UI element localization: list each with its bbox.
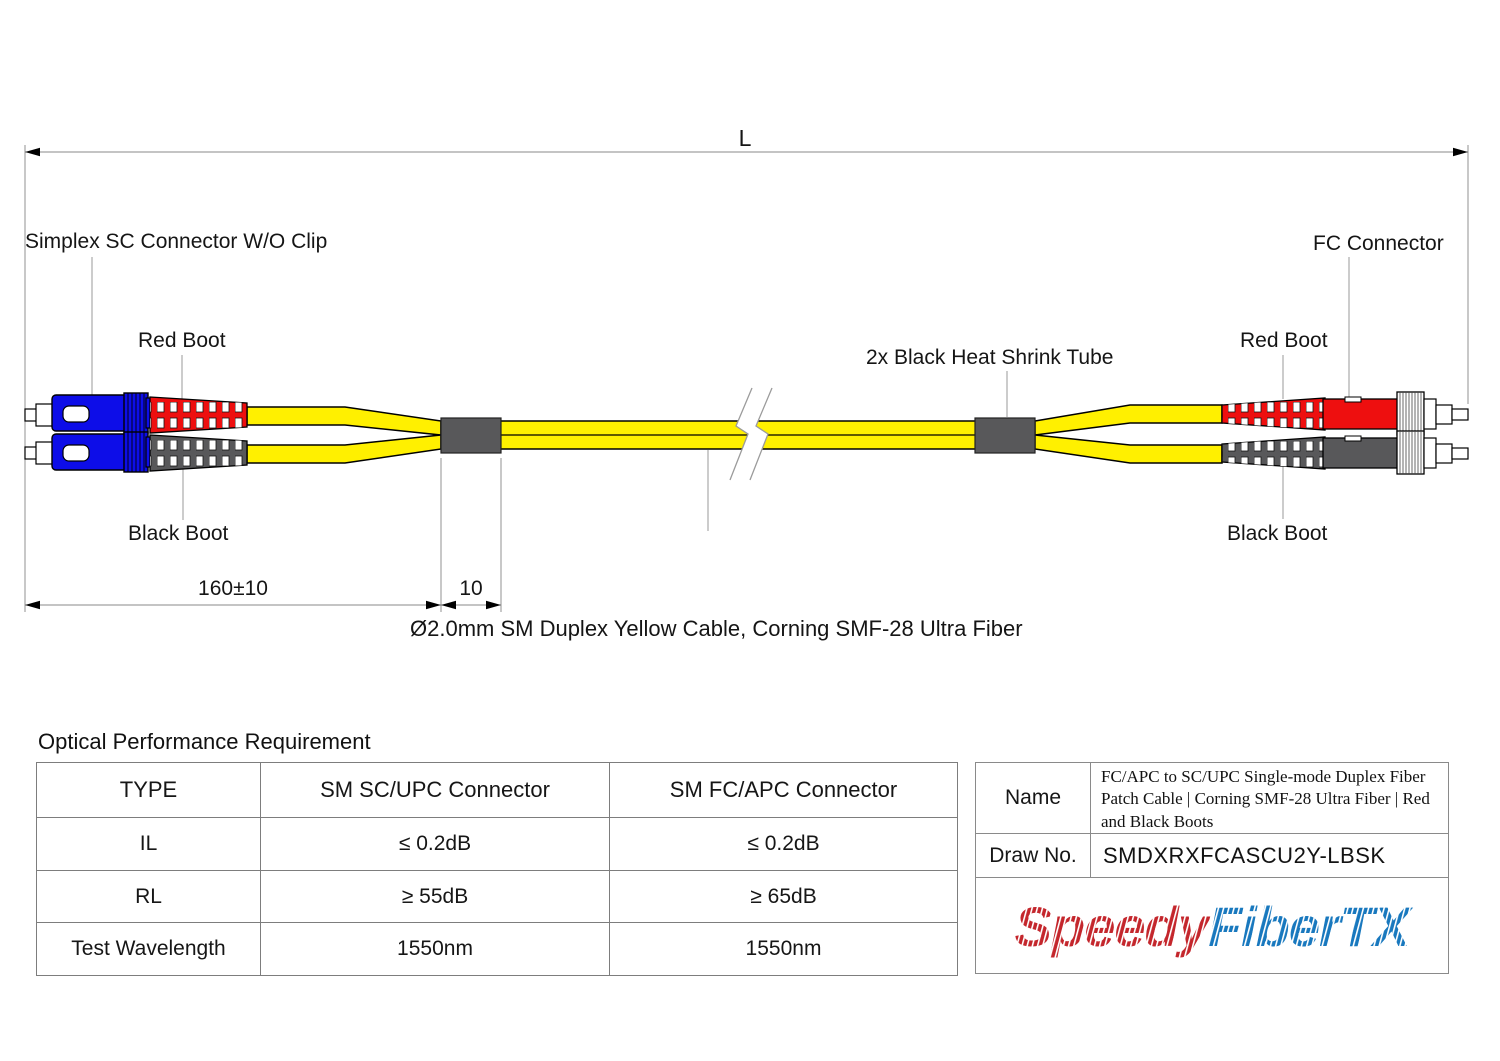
leader-lines bbox=[91, 257, 1350, 531]
black-boot-right-label: Black Boot bbox=[1227, 522, 1328, 545]
performance-table: TYPE SM SC/UPC Connector SM FC/APC Conne… bbox=[36, 762, 958, 976]
table-row: IL ≤ 0.2dB ≤ 0.2dB bbox=[36, 817, 958, 871]
table-row: Test Wavelength 1550nm 1550nm bbox=[36, 922, 958, 976]
black-boot-left-shape bbox=[149, 434, 248, 472]
table-header-row: TYPE SM SC/UPC Connector SM FC/APC Conne… bbox=[36, 762, 958, 818]
cable-diagram bbox=[24, 145, 1469, 612]
heat-shrink-tube-left bbox=[440, 417, 502, 454]
header-sc: SM SC/UPC Connector bbox=[260, 762, 610, 818]
speedyfibertx-logo: SpeedyFiberTX bbox=[1015, 895, 1415, 958]
fc-connector-bottom bbox=[1322, 430, 1469, 475]
name-label: Name bbox=[976, 763, 1091, 833]
yellow-cable bbox=[246, 404, 1223, 464]
title-block-drawno-row: Draw No. SMDXRXFCASCU2Y-LBSK bbox=[976, 834, 1448, 878]
cable-spec-note: Ø2.0mm SM Duplex Yellow Cable, Corning S… bbox=[410, 616, 1023, 641]
heat-shrink-label: 2x Black Heat Shrink Tube bbox=[866, 346, 1114, 369]
sc-connector-bottom bbox=[24, 431, 155, 473]
sc-connector-top bbox=[24, 392, 155, 434]
cell-rl-fc: ≥ 65dB bbox=[609, 870, 958, 923]
cell-rl: RL bbox=[36, 870, 261, 923]
red-boot-right-label: Red Boot bbox=[1240, 329, 1328, 352]
cell-il-sc: ≤ 0.2dB bbox=[260, 817, 610, 871]
cell-wavelength-fc: 1550nm bbox=[609, 922, 958, 976]
dimension-arrows bbox=[25, 147, 1468, 610]
table-row: RL ≥ 55dB ≥ 65dB bbox=[36, 870, 958, 923]
draw-no-value: SMDXRXFCASCU2Y-LBSK bbox=[1103, 842, 1386, 868]
cell-wavelength: Test Wavelength bbox=[36, 922, 261, 976]
svg-text:SpeedyFiberTX: SpeedyFiberTX bbox=[1015, 895, 1414, 958]
logo-speedy: Speedy bbox=[1015, 895, 1212, 958]
cell-wavelength-sc: 1550nm bbox=[260, 922, 610, 976]
logo-fibertx: FiberTX bbox=[1208, 895, 1414, 958]
title-block: Name FC/APC to SC/UPC Single-mode Duplex… bbox=[975, 762, 1449, 974]
dimension-10-label: 10 bbox=[459, 577, 483, 600]
dimension-160-label: 160±10 bbox=[198, 577, 268, 600]
title-block-logo-row: SpeedyFiberTX bbox=[976, 878, 1448, 973]
dimension-lines bbox=[24, 145, 1469, 612]
dimension-l-label: L bbox=[738, 125, 752, 151]
simplex-sc-label: Simplex SC Connector W/O Clip bbox=[25, 230, 328, 253]
title-block-name-row: Name FC/APC to SC/UPC Single-mode Duplex… bbox=[976, 763, 1448, 834]
cell-il: IL bbox=[36, 817, 261, 871]
fc-ferrule-bottom bbox=[1451, 447, 1469, 460]
fc-ferrule-top bbox=[1451, 408, 1469, 421]
fc-connector-top bbox=[1322, 391, 1469, 436]
header-fc: SM FC/APC Connector bbox=[609, 762, 958, 818]
cell-rl-sc: ≥ 55dB bbox=[260, 870, 610, 923]
heat-shrink-tube-right bbox=[974, 417, 1036, 454]
draw-no-label: Draw No. bbox=[976, 834, 1091, 877]
performance-table-title: Optical Performance Requirement bbox=[38, 729, 371, 754]
header-type: TYPE bbox=[36, 762, 261, 818]
red-boot-right-shape bbox=[1221, 397, 1326, 431]
fc-connector-label: FC Connector bbox=[1313, 232, 1444, 255]
black-boot-right-shape bbox=[1221, 436, 1326, 470]
cell-il-fc: ≤ 0.2dB bbox=[609, 817, 958, 871]
red-boot-left-label: Red Boot bbox=[138, 329, 226, 352]
cable-break-symbol bbox=[729, 387, 773, 481]
red-boot-left-shape bbox=[149, 396, 248, 434]
name-value: FC/APC to SC/UPC Single-mode Duplex Fibe… bbox=[1101, 767, 1430, 831]
black-boot-left-label: Black Boot bbox=[128, 522, 229, 545]
